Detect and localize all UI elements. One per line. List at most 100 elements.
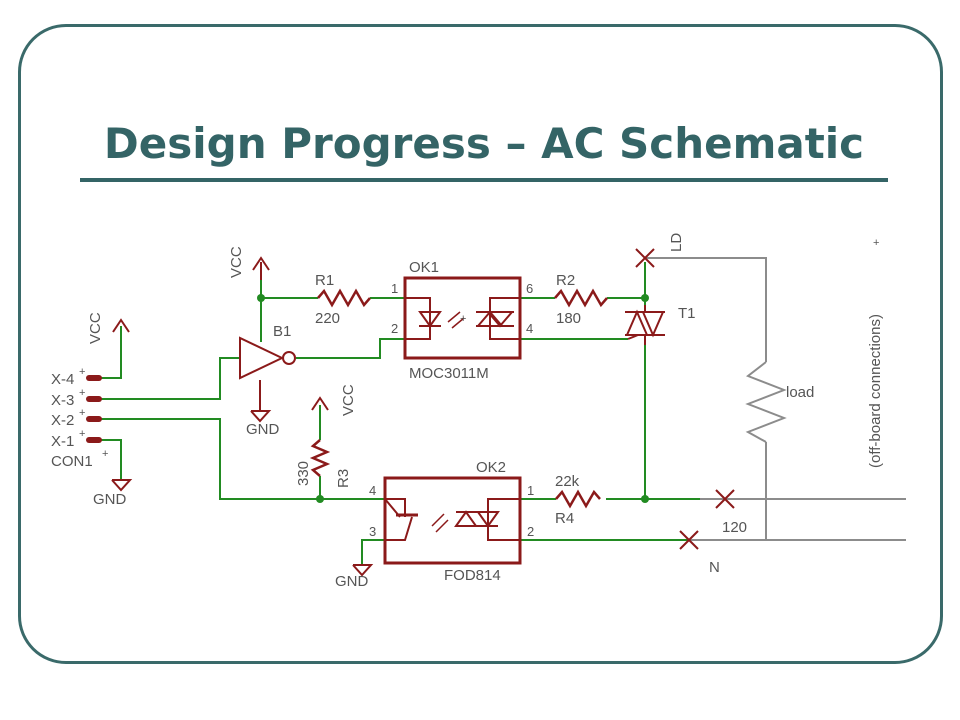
- resistors: [309, 288, 608, 509]
- labels: VCC VCC VCC X-4 X-3 X-2 X-1 CON1 + + + +…: [51, 233, 884, 590]
- vcc-top-label: VCC: [228, 246, 245, 278]
- ld-x-b: [635, 248, 655, 268]
- vcc-mid-arrow-head: [311, 396, 329, 411]
- net-x1-gnd: [97, 439, 122, 480]
- net-x3-buffer: [97, 357, 240, 400]
- vcc-symbols: [112, 256, 329, 411]
- t1-down: [641, 311, 665, 338]
- r1-name: R1: [315, 272, 334, 289]
- marker-n-b: [679, 530, 699, 550]
- ld-wire: [645, 257, 767, 362]
- resistor-r3: [309, 439, 331, 477]
- plus-x3: +: [79, 387, 85, 399]
- junctions: [257, 294, 649, 503]
- r3-name: R3: [335, 469, 352, 488]
- slide-frame: [18, 24, 943, 664]
- label-x4: X-4: [51, 371, 74, 388]
- ok2-transistor-emitter: [385, 516, 413, 541]
- plus-con1: +: [102, 448, 108, 460]
- offboard-wires: [645, 257, 906, 541]
- nets: [97, 262, 700, 565]
- ok1-led: [418, 311, 442, 328]
- ok1-light-arrow-1: [447, 311, 461, 323]
- ok2-diode-leads: [487, 498, 520, 541]
- vcc-left-label: VCC: [87, 312, 104, 344]
- junction-r2-t1: [641, 294, 649, 302]
- buffer-b1: [239, 336, 296, 380]
- load-coil: [745, 361, 787, 443]
- pin-x2: [86, 416, 102, 422]
- r4-name: R4: [555, 510, 574, 527]
- r2-name: R2: [556, 272, 575, 289]
- t1-label: T1: [678, 305, 696, 322]
- t1-gate: [627, 334, 639, 340]
- ok2-pin-1: 1: [527, 483, 534, 498]
- ok2-light-arrow-1: [431, 513, 445, 527]
- ok1-pin-4: 4: [526, 321, 533, 336]
- plus-x4: +: [79, 366, 85, 378]
- net-ok2-pin3: [361, 539, 385, 565]
- plus-x1: +: [79, 428, 85, 440]
- ok2-pin-3: 3: [369, 524, 376, 539]
- pin-x3: [86, 396, 102, 402]
- r4-value: 22k: [555, 473, 580, 490]
- marker-120-b: [715, 489, 735, 509]
- ok1-body: [403, 276, 522, 360]
- resistor-r1: [317, 288, 371, 308]
- gnd-buffer-symbol: [250, 410, 272, 423]
- line-120-label: 120: [722, 519, 747, 536]
- ok1-pin-1: 1: [391, 281, 398, 296]
- buffer-label: B1: [273, 323, 291, 340]
- resistor-r4: [555, 489, 601, 509]
- ok2-part: FOD814: [444, 567, 501, 584]
- offboard-plus: +: [873, 237, 879, 249]
- net-buffer-out: [296, 338, 405, 359]
- ok2-body: [383, 476, 522, 565]
- r1-value: 220: [315, 310, 340, 327]
- r3-value: 330: [295, 461, 312, 486]
- ok2-transistor-collector: [384, 498, 401, 518]
- ok1-part: MOC3011M: [409, 365, 489, 382]
- plus-x2: +: [79, 407, 85, 419]
- junction-r4-t1: [641, 495, 649, 503]
- optocoupler-ok2: [383, 476, 522, 565]
- offboard-label: (off-board connections): [867, 314, 884, 468]
- ok1-light-arrow-2: [451, 317, 465, 329]
- gnd-ok2-symbol: [352, 564, 374, 577]
- connector-con1: [86, 375, 102, 443]
- buffer-bubble: [282, 351, 296, 365]
- ok1-triac-leads: [489, 297, 520, 340]
- ok2-pin-2: 2: [527, 524, 534, 539]
- label-x2: X-2: [51, 412, 74, 429]
- gnd-connector-symbol: [111, 479, 133, 492]
- title-underline: [80, 178, 888, 182]
- ld-label: LD: [668, 233, 685, 252]
- label-x3: X-3: [51, 392, 74, 409]
- resistor-r2: [554, 288, 608, 308]
- gnd-connector-label: GND: [93, 491, 127, 508]
- vcc-top-arrow-head: [252, 256, 270, 271]
- slide-title: Design Progress – AC Schematic: [103, 119, 865, 168]
- ok1-pin-6: 6: [526, 281, 533, 296]
- ok2-light-arrow-2: [435, 519, 449, 533]
- ok1-led-leads: [405, 297, 431, 340]
- pin-x1: [86, 437, 102, 443]
- vcc-left-arrow-head: [112, 318, 130, 333]
- ok2-name: OK2: [476, 459, 506, 476]
- ok2-transistor: [385, 498, 406, 517]
- offboard-markers: [635, 248, 735, 550]
- pin-x4: [86, 375, 102, 381]
- r2-value: 180: [556, 310, 581, 327]
- ok2-diode-1: [454, 510, 478, 527]
- buffer-triangle: [239, 336, 285, 380]
- net-x4-vcc: [97, 326, 122, 379]
- junction-r3: [316, 495, 324, 503]
- gnd-ok2-label: GND: [335, 573, 369, 590]
- gnd-buffer-label: GND: [246, 421, 280, 438]
- ok1-plus: +: [460, 313, 466, 325]
- ok2-pin-4: 4: [369, 483, 376, 498]
- load-label: load: [786, 384, 814, 401]
- optocoupler-ok1: [403, 276, 522, 360]
- ok1-name: OK1: [409, 259, 439, 276]
